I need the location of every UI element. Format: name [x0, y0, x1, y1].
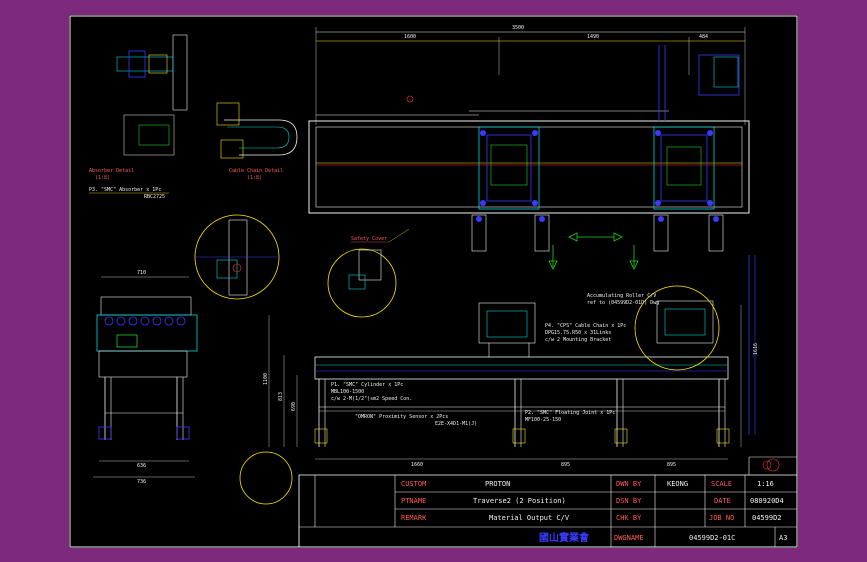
- drawing-frame: [69, 15, 798, 548]
- note-cylinder: P1. "SMC" Cylinder x 1Pc: [331, 382, 403, 388]
- absorber-detail-title: Absorber Detail: [89, 168, 134, 174]
- note-cylinder-code: MBL100-1500: [331, 389, 364, 395]
- label-custom: CUSTOM: [401, 480, 426, 488]
- company-logo: 國山實業會: [539, 531, 590, 544]
- value-sheet-size: A3: [779, 534, 787, 542]
- absorber-code: RBC2725: [144, 194, 165, 200]
- dim-bottom-right: 895: [667, 462, 676, 468]
- value-dwgname: 04599D2-01C: [689, 534, 735, 542]
- label-ptname: PTNAME: [401, 497, 426, 505]
- dim-height-1100: 1100: [263, 373, 269, 385]
- note-acc-roller-ref: ref to (04599D2-01D) Dwg: [587, 300, 659, 306]
- circle-detail-bottom: [239, 451, 293, 505]
- cad-drawing: 3500 1600 1490 484: [69, 15, 798, 548]
- title-block: CUSTOM PTNAME REMARK PROTON Traverse2 (2…: [298, 456, 798, 548]
- value-ptname: Traverse2 (2 Position): [473, 497, 566, 505]
- drawing-sheet: 3500 1600 1490 484: [69, 15, 798, 548]
- absorber-detail: Absorber Detail (1:8) P3. "SMC" Absorber…: [89, 34, 188, 200]
- cable-chain-detail: Cable Chain Detail (1:8): [216, 102, 298, 181]
- cable-chain-detail-title: Cable Chain Detail: [229, 168, 283, 174]
- circle-detail-mid: [327, 248, 397, 318]
- cable-chain-detail-scale: (1:8): [247, 175, 262, 181]
- note-floating-code: MF100-25-150: [525, 417, 561, 423]
- dim-height-1616: 1616: [753, 343, 759, 355]
- dim-side-width: 710: [137, 270, 146, 276]
- label-date: DATE: [714, 497, 731, 505]
- dim-side-base-1: 636: [137, 463, 146, 469]
- dim-height-690: 690: [291, 402, 297, 411]
- value-custom: PROTON: [485, 480, 510, 488]
- label-remark: REMARK: [401, 514, 427, 522]
- label-dsn-by: DSN BY: [616, 497, 642, 505]
- dim-top-mid: 1490: [587, 34, 599, 40]
- dim-bottom-left: 1660: [411, 462, 423, 468]
- value-scale: 1:16: [757, 480, 774, 488]
- note-sensor: "OMRON" Proximity Sensor x 2Pcs: [355, 414, 448, 420]
- label-job-no: JOB NO: [709, 514, 734, 522]
- absorber-detail-scale: (1:8): [95, 175, 110, 181]
- note-cable-chain-bracket: c/w 2 Mounting Bracket: [545, 337, 611, 343]
- note-cable-chain-code: DPG15.75.R50 x 31Links: [545, 330, 611, 336]
- dim-top-right: 484: [699, 34, 708, 40]
- side-view: 710 636 736: [93, 270, 198, 485]
- dim-top-left: 1600: [404, 34, 416, 40]
- dim-overall-top: 3500: [512, 25, 524, 31]
- circle-detail-left: [194, 214, 280, 300]
- note-sensor-code: E2E-X4D1-M1(J): [435, 421, 477, 427]
- value-dwn-by: KEONG: [667, 480, 688, 488]
- absorber-part: P3. "SMC" Absorber x 1Pc: [89, 187, 161, 193]
- front-elevation: 1660 895 895 1100 813 690 1616 P1. "SMC"…: [263, 255, 759, 468]
- label-scale: SCALE: [711, 480, 732, 488]
- note-floating-joint: P2. "SMC" Floating Joint x 1Pc: [525, 410, 615, 416]
- note-speed-con: c/w 2-M(1/2")sm2 Speed Con.: [331, 396, 412, 402]
- top-plan-view: 3500 1600 1490 484: [308, 25, 750, 270]
- dim-side-base-2: 736: [137, 479, 146, 485]
- label-dwn-by: DWN BY: [616, 480, 642, 488]
- label-chk-by: CHK BY: [616, 514, 642, 522]
- note-cable-chain-part: P4. "CPS" Cable Chain x 1Pc: [545, 323, 626, 329]
- label-dwgname: DWGNAME: [614, 534, 644, 542]
- value-date: 080920D4: [750, 497, 784, 505]
- value-remark: Material Output C/V: [489, 514, 570, 522]
- value-job-no: 04599D2: [752, 514, 782, 522]
- note-safety-cover: Safety Cover: [351, 236, 387, 242]
- dim-bottom-mid: 895: [561, 462, 570, 468]
- dim-height-813: 813: [278, 392, 284, 401]
- note-acc-roller: Accumulating Roller C/V: [587, 293, 656, 299]
